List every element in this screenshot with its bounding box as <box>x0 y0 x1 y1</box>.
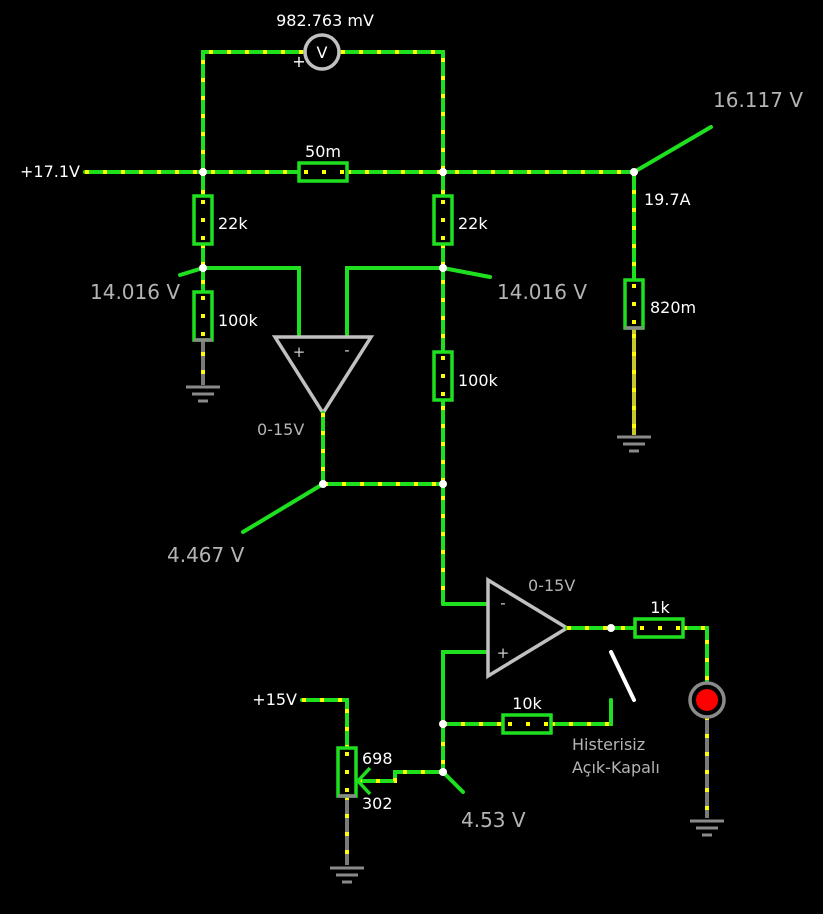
hysteresis-switch[interactable] <box>609 650 636 702</box>
resistor-hysteresis[interactable] <box>501 713 553 735</box>
resistor-right-top-label: 22k <box>458 214 488 233</box>
load-current-label: 19.7A <box>644 190 691 209</box>
potentiometer[interactable] <box>336 746 372 798</box>
opamp-2-minus: - <box>500 594 505 612</box>
probe-lead-top-right[interactable] <box>632 125 713 174</box>
resistor-left-top-label: 22k <box>218 214 248 233</box>
ground-pot[interactable] <box>330 866 364 884</box>
voltmeter-symbol: V <box>317 43 328 62</box>
opamp-2[interactable]: - + <box>486 576 571 680</box>
opamp-1-plus: + <box>293 343 306 361</box>
opamp-1[interactable]: + - <box>271 335 375 417</box>
ground-load[interactable] <box>617 435 651 453</box>
resistor-output[interactable] <box>633 617 685 639</box>
resistor-left-top[interactable] <box>192 194 214 246</box>
probe-middle-label: 4.467 V <box>167 543 245 567</box>
opamp-1-range: 0-15V <box>257 420 304 439</box>
junction-node <box>439 720 447 728</box>
junction-node <box>439 480 447 488</box>
junction-node <box>439 264 447 272</box>
resistor-output-label: 1k <box>650 598 670 617</box>
wire-opamp1-output[interactable] <box>321 411 445 486</box>
opamp-2-range: 0-15V <box>528 576 575 595</box>
probe-bottom-label: 4.53 V <box>461 808 526 832</box>
probe-lead-middle[interactable] <box>241 482 325 534</box>
probe-lead-right[interactable] <box>441 266 492 279</box>
junction-node <box>439 768 447 776</box>
junction-node <box>439 168 447 176</box>
switch-caption-line1: Histerisiz <box>572 735 645 754</box>
junction-node <box>199 168 207 176</box>
potentiometer-top-label: 698 <box>362 749 393 768</box>
supply-top-label: +17.1V <box>20 162 80 181</box>
probe-lead-left[interactable] <box>178 266 205 277</box>
probe-top-right-label: 16.117 V <box>713 88 803 112</box>
switch-caption-line2: Açık-Kapalı <box>572 758 660 777</box>
voltmeter[interactable]: V + <box>292 33 341 71</box>
ground-left[interactable] <box>186 385 220 403</box>
shunt-resistor[interactable] <box>297 161 349 183</box>
wire-comparator-plus[interactable] <box>441 650 613 774</box>
junction-node <box>630 168 638 176</box>
probe-right-label: 14.016 V <box>497 280 587 304</box>
resistor-right-bottom[interactable] <box>432 350 454 402</box>
junction-node <box>319 480 327 488</box>
probe-left-label: 14.016 V <box>90 280 180 304</box>
junction-node <box>199 264 207 272</box>
voltmeter-plus: + <box>292 52 305 71</box>
junction-nodes <box>199 168 638 776</box>
wire-pot-wiper[interactable] <box>356 770 445 783</box>
opamp-1-minus: - <box>344 341 349 359</box>
ground-led[interactable] <box>690 819 724 837</box>
resistor-right-bottom-label: 100k <box>458 371 499 390</box>
resistor-left-bottom[interactable] <box>192 290 214 342</box>
supply-bottom-label: +15V <box>252 690 297 709</box>
load-resistor-label: 820m <box>650 298 696 317</box>
probe-lead-bottom[interactable] <box>441 770 465 794</box>
wire-pot-supply[interactable] <box>300 698 349 865</box>
wire-right-divider[interactable] <box>345 170 445 606</box>
voltmeter-reading: 982.763 mV <box>276 11 374 30</box>
led-indicator[interactable] <box>688 681 726 719</box>
opamp-2-plus: + <box>497 644 510 662</box>
wire-comparator-output[interactable] <box>565 626 709 818</box>
load-resistor[interactable] <box>623 278 645 330</box>
resistor-right-top[interactable] <box>432 194 454 246</box>
junction-node <box>607 624 615 632</box>
wire-meter-loop[interactable] <box>201 50 445 174</box>
resistor-left-bottom-label: 100k <box>218 311 259 330</box>
potentiometer-bottom-label: 302 <box>362 794 393 813</box>
resistor-hysteresis-label: 10k <box>512 694 542 713</box>
shunt-label: 50m <box>305 142 341 161</box>
